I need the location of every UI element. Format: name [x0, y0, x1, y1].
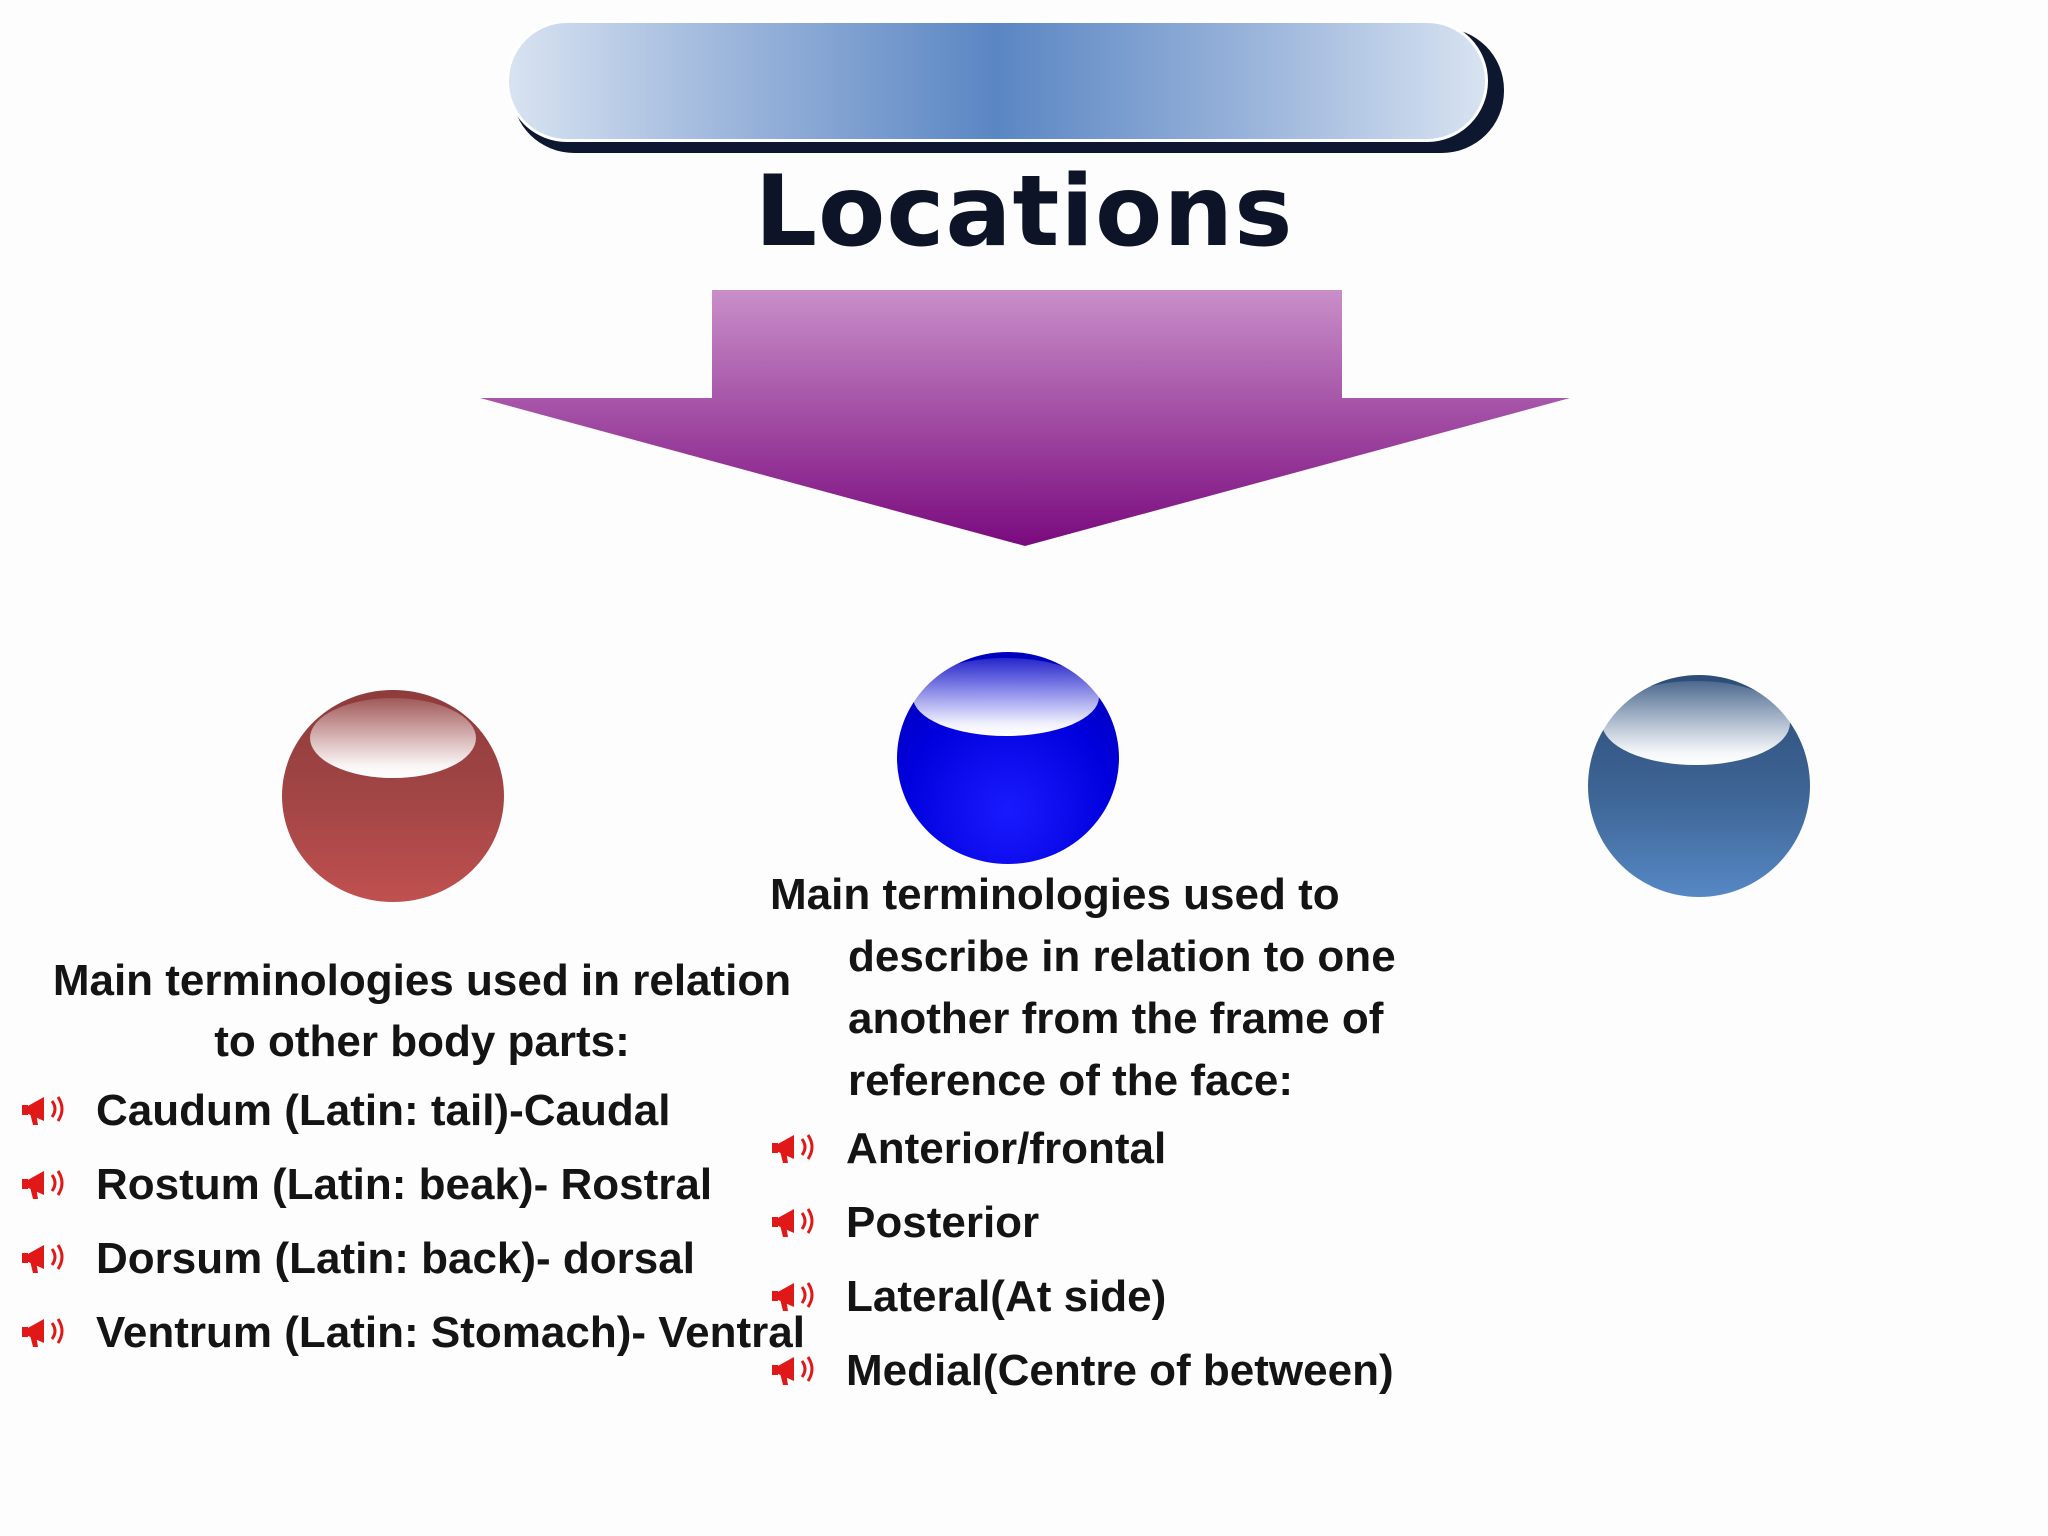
megaphone-icon [22, 1096, 64, 1125]
list-item: Lateral(At side) [772, 1272, 1166, 1322]
middle-column-heading-line: reference of the face: [848, 1056, 1294, 1105]
orb-gloss [310, 698, 476, 778]
list-item: Ventrum (Latin: Stomach)- Ventral [22, 1308, 805, 1358]
list-item-label: Medial(Centre of between) [846, 1346, 1394, 1395]
blue-orb [897, 652, 1119, 864]
list-item-label: Dorsum (Latin: back)- dorsal [96, 1234, 695, 1283]
steel-blue-orb [1588, 675, 1810, 897]
list-item-label: Anterior/frontal [846, 1124, 1167, 1173]
list-item-label: Ventrum (Latin: Stomach)- Ventral [96, 1308, 805, 1357]
middle-column-heading-line: describe in relation to one [848, 932, 1396, 981]
list-item-label: Lateral(At side) [846, 1272, 1167, 1321]
megaphone-icon [22, 1170, 64, 1199]
megaphone-icon [772, 1208, 814, 1237]
megaphone-icon [772, 1134, 814, 1163]
down-arrow-icon [480, 290, 1570, 546]
title-banner [506, 20, 1488, 142]
list-item: Anterior/frontal [772, 1124, 1166, 1174]
megaphone-icon [22, 1318, 64, 1347]
page-title: Locations [754, 155, 1294, 269]
left-column-heading: Main terminologies used in relation to o… [52, 956, 792, 1066]
list-item-label: Posterior [846, 1198, 1040, 1247]
list-item: Rostum (Latin: beak)- Rostral [22, 1160, 712, 1210]
megaphone-icon [772, 1356, 814, 1385]
red-orb [282, 690, 504, 902]
list-item-label: Caudum (Latin: tail)-Caudal [96, 1086, 671, 1135]
orb-gloss [913, 658, 1099, 736]
megaphone-icon [772, 1282, 814, 1311]
megaphone-icon [22, 1244, 64, 1273]
list-item: Posterior [772, 1198, 1039, 1248]
list-item: Medial(Centre of between) [772, 1346, 1394, 1396]
middle-column-heading-line: Main terminologies used to [770, 870, 1340, 919]
list-item: Dorsum (Latin: back)- dorsal [22, 1234, 695, 1284]
list-item-label: Rostum (Latin: beak)- Rostral [96, 1160, 713, 1209]
middle-column-heading-line: another from the frame of [848, 994, 1384, 1043]
orb-gloss [1602, 681, 1790, 765]
list-item: Caudum (Latin: tail)-Caudal [22, 1086, 670, 1136]
